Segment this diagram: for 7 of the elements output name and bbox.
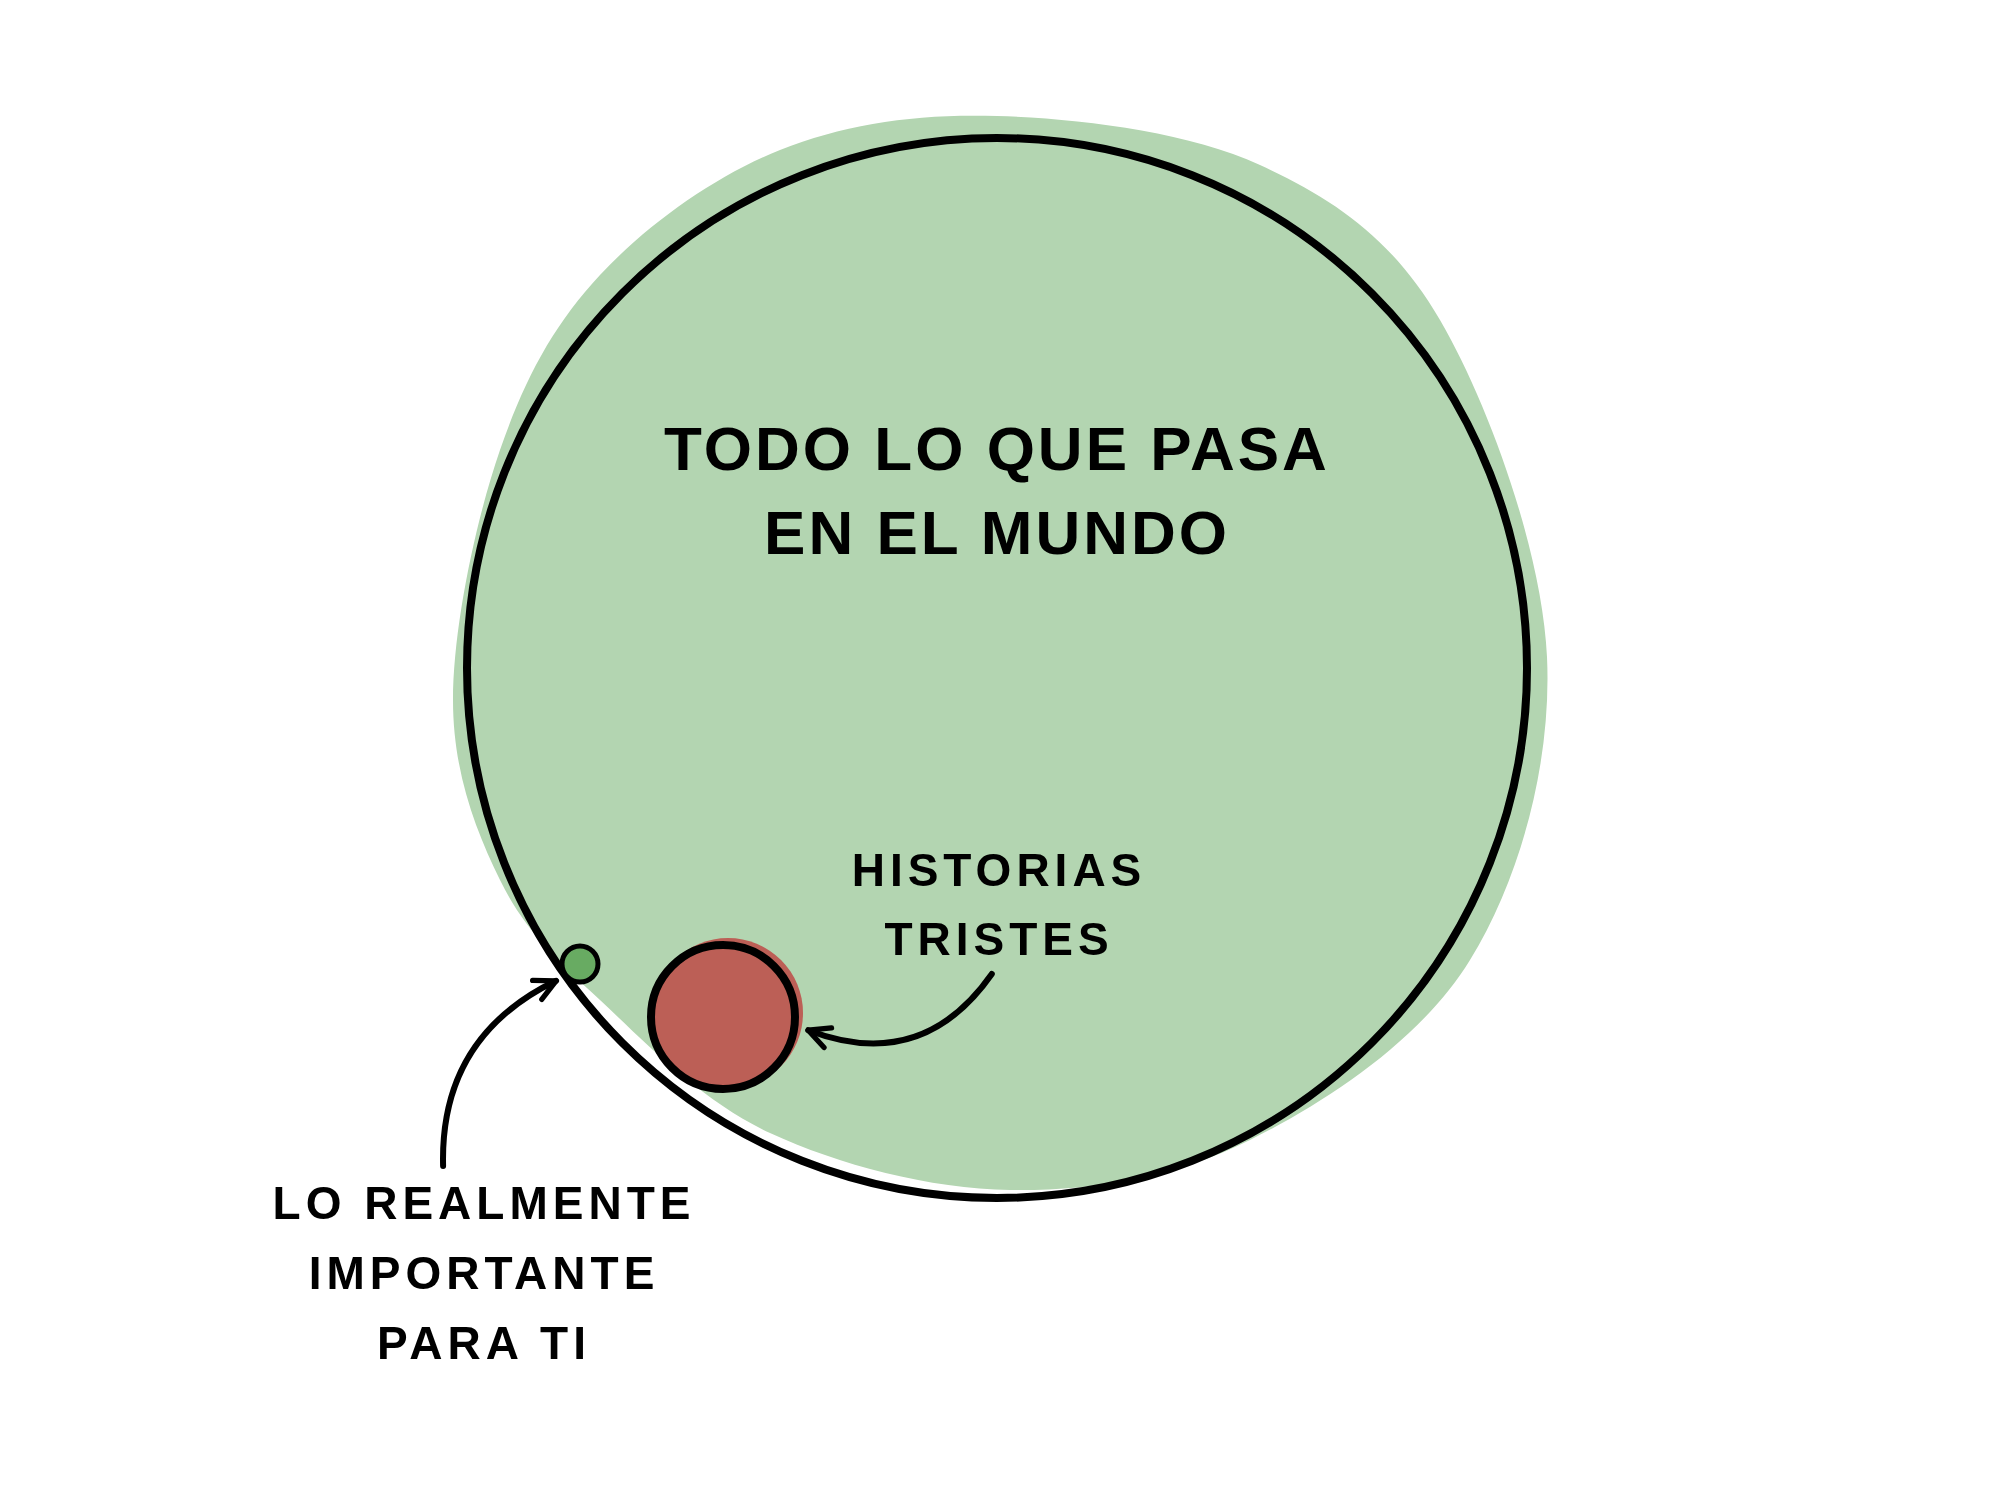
dot-icon <box>559 943 601 985</box>
circle-label: TODO LO QUE PASA EN EL MUNDO <box>663 413 1331 569</box>
annotation-label: HISTORIAS TRISTES <box>819 836 1179 974</box>
inner-circle <box>645 937 805 1095</box>
curved-arrow <box>805 971 995 1050</box>
annotation-label: LO REALMENTE IMPORTANTE PARA TI <box>249 1168 719 1378</box>
curved-arrow <box>440 977 560 1169</box>
